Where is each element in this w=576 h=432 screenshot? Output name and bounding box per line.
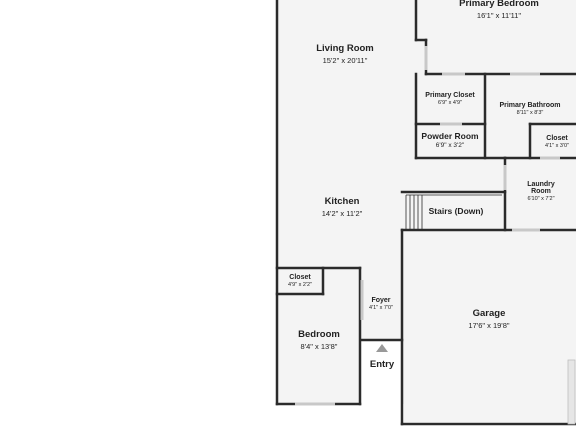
room-name: Bedroom xyxy=(298,329,340,340)
room-name: Entry xyxy=(369,359,395,370)
room-label-living-room: Living Room 15'2" x 20'11" xyxy=(316,43,374,65)
room-name: Closet xyxy=(546,135,568,142)
room-dims: 15'2" x 20'11" xyxy=(322,56,368,65)
room-label-primary-bathroom: Primary Bathroom 8'11" x 8'3" xyxy=(499,102,560,116)
room-name: Powder Room xyxy=(421,131,479,141)
room-label-powder-room: Powder Room 6'9" x 3'2" xyxy=(421,131,478,149)
room-name: Stairs (Down) xyxy=(428,206,484,216)
room-label-kitchen: Kitchen 14'2" x 11'2" xyxy=(322,196,363,218)
room-dims: 6'9" x 3'2" xyxy=(435,142,465,149)
entry-arrow-icon xyxy=(376,344,388,352)
room-name: Kitchen xyxy=(324,196,360,207)
room-dims: 6'10" x 7'2" xyxy=(527,196,555,202)
room-dims: 8'11" x 8'3" xyxy=(516,110,544,116)
room-dims: 16'1" x 11'11" xyxy=(476,11,522,20)
room-name: Living Room xyxy=(316,43,374,54)
room-name: Primary Bedroom xyxy=(459,0,539,9)
room-label-stairs: Stairs (Down) xyxy=(429,206,484,216)
room-name: Garage xyxy=(472,308,506,319)
room-label-garage: Garage 17'6" x 19'8" xyxy=(468,308,509,330)
room-name: Laundry Room xyxy=(527,181,555,195)
room-name: Foyer xyxy=(371,297,391,304)
room-label-bedroom: Bedroom 8'4" x 13'8" xyxy=(298,329,340,351)
room-dims: 17'6" x 19'8" xyxy=(468,321,510,330)
room-dims: 4'9" x 2'2" xyxy=(287,282,313,288)
room-label-closet-right: Closet 4'1" x 3'0" xyxy=(545,135,569,149)
room-label-entry: Entry xyxy=(370,359,394,370)
room-label-primary-closet: Primary Closet 6'9" x 4'9" xyxy=(425,92,474,106)
room-label-closet-left: Closet 4'9" x 2'2" xyxy=(288,274,312,288)
room-label-primary-bedroom: Primary Bedroom 16'1" x 11'11" xyxy=(459,0,539,20)
room-dims: 6'9" x 4'9" xyxy=(437,100,463,106)
room-dims: 8'4" x 13'8" xyxy=(300,342,338,351)
room-label-laundry-room: Laundry Room 6'10" x 7'2" xyxy=(519,181,563,202)
room-dims: 4'1" x 7'0" xyxy=(368,305,394,311)
room-name: Primary Closet xyxy=(425,92,475,99)
room-name: Closet xyxy=(289,274,311,281)
room-name: Primary Bathroom xyxy=(499,102,561,109)
room-dims: 14'2" x 11'2" xyxy=(321,209,363,218)
stairs xyxy=(405,194,502,229)
room-label-foyer: Foyer 4'1" x 7'0" xyxy=(369,297,393,311)
room-dims: 4'1" x 3'0" xyxy=(544,143,570,149)
garage-door xyxy=(567,359,576,425)
walls xyxy=(275,0,576,426)
windows xyxy=(295,46,560,406)
